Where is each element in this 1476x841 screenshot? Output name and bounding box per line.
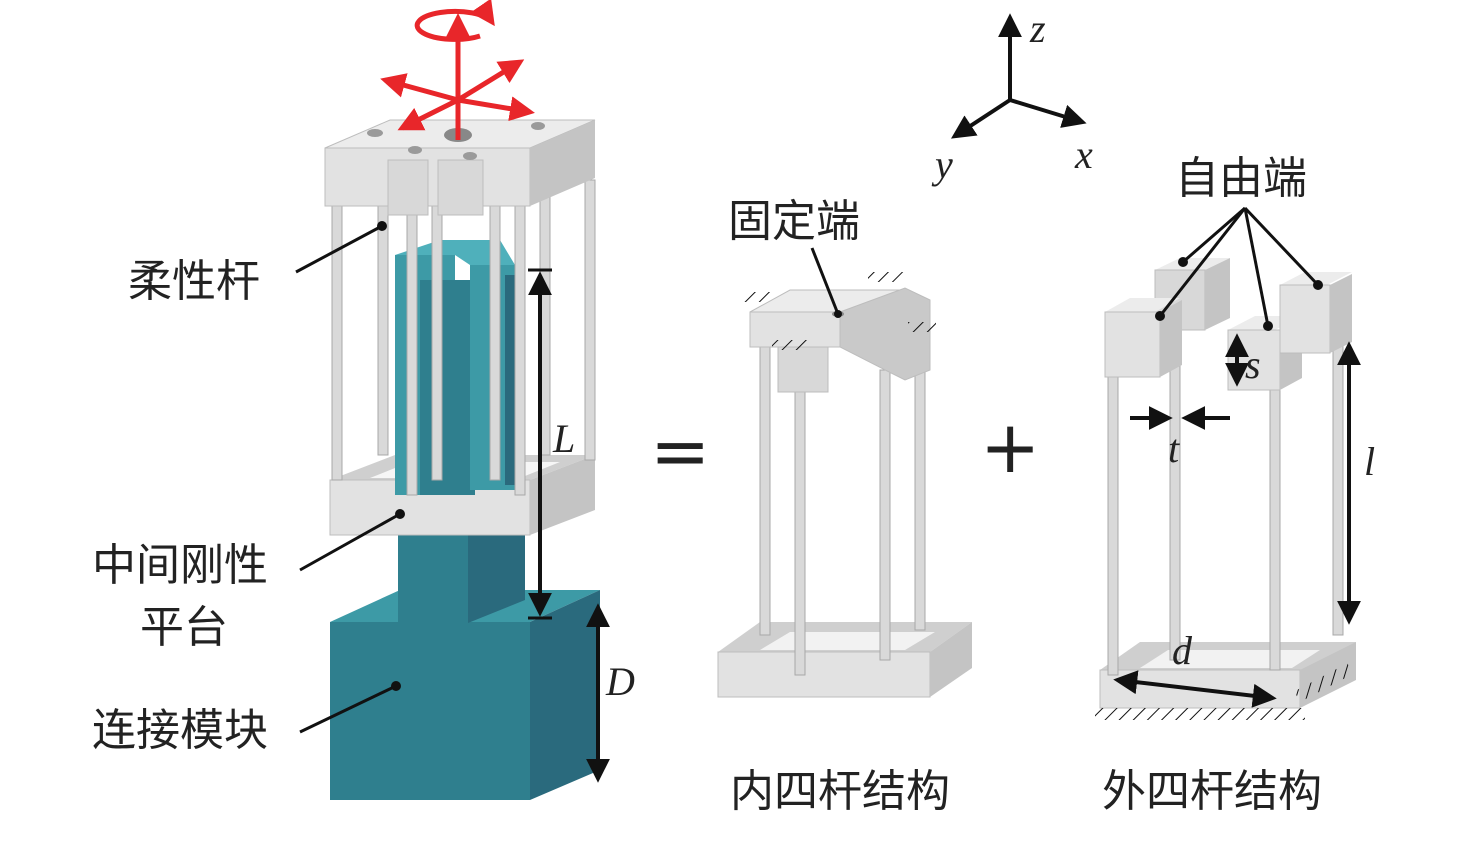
label-middle-platform-line2: 平台 (140, 602, 228, 653)
label-inner-structure: 内四杆结构 (730, 766, 950, 817)
free-end-blocks (1104, 258, 1352, 391)
inner-structure: 固定端 内四杆结构 (717, 196, 972, 817)
dimension-label-l: l (1364, 439, 1375, 484)
dimension-label-D: D (605, 659, 635, 704)
outer-base-hatch (1095, 708, 1305, 720)
label-connection-module: 连接模块 (92, 705, 268, 756)
outer-rods (1107, 329, 1344, 676)
free-end-leaders (1155, 206, 1323, 331)
dimension-label-L: L (552, 416, 575, 461)
dimension-L: L (528, 268, 575, 620)
axis-label-z: z (1029, 6, 1046, 51)
plus-sign: + (980, 405, 1040, 489)
dimension-label-t: t (1168, 426, 1180, 471)
lower-stem (398, 515, 525, 623)
assembly-full: L D (324, 0, 635, 800)
outer-structure: 自由端 s t l d (1095, 153, 1375, 817)
outer-base-hatch-side (1294, 663, 1353, 702)
callout-flexible-rod: 柔性杆 (128, 221, 387, 307)
label-outer-structure: 外四杆结构 (1102, 766, 1322, 817)
callout-connection-module: 连接模块 (92, 681, 401, 756)
fixed-hatch-3 (908, 322, 936, 332)
fixed-hatch-2 (868, 272, 904, 282)
equals-sign: = (650, 409, 710, 493)
coordinate-axes: z x y (931, 6, 1093, 187)
dimension-label-s: s (1245, 342, 1261, 387)
label-free-end: 自由端 (1175, 153, 1307, 204)
axis-label-y: y (931, 142, 953, 187)
dimension-t: t (1130, 406, 1230, 471)
fixed-hatch-1 (742, 292, 770, 302)
fixed-hatch-4 (772, 340, 808, 350)
callout-middle-platform: 中间刚性 平台 (92, 509, 405, 653)
dimension-l: l (1337, 341, 1375, 625)
dimension-D: D (586, 603, 635, 783)
dimension-s: s (1225, 333, 1261, 387)
label-fixed-end: 固定端 (728, 196, 860, 247)
label-middle-platform-line1: 中间刚性 (92, 540, 268, 591)
label-flexible-rod: 柔性杆 (128, 256, 260, 307)
motion-arrows (380, 0, 535, 140)
dimension-label-d: d (1172, 628, 1193, 673)
dimension-d: d (1113, 628, 1277, 708)
axis-label-x: x (1074, 132, 1093, 177)
